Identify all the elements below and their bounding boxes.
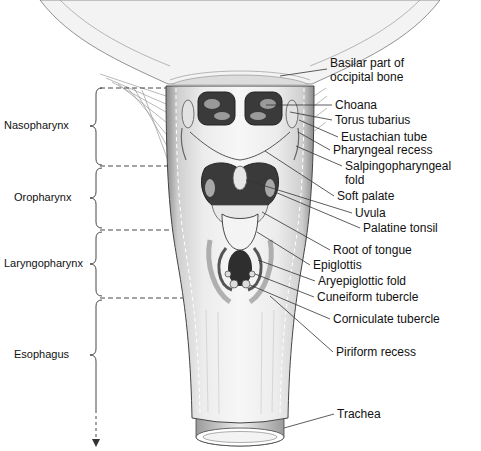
part-label: Basilar part of occipital bone bbox=[330, 56, 430, 84]
part-label: Corniculate tubercle bbox=[333, 312, 440, 326]
choana-right bbox=[245, 92, 282, 125]
corniculate-tubercle bbox=[242, 280, 250, 288]
uvula bbox=[233, 166, 247, 190]
turbinate bbox=[260, 99, 276, 109]
soft-palate bbox=[190, 132, 290, 160]
palatine-tonsil bbox=[205, 179, 215, 197]
region-brackets bbox=[90, 88, 102, 440]
part-label: Epiglottis bbox=[313, 258, 362, 272]
arrowhead bbox=[92, 439, 100, 447]
region-label: Nasopharynx bbox=[4, 119, 69, 132]
torus-tubarius bbox=[286, 100, 298, 128]
part-label: Choana bbox=[335, 98, 377, 112]
aryepiglottic-fold bbox=[219, 248, 261, 290]
cuneiform-tubercle bbox=[225, 271, 231, 277]
region-label: Esophagus bbox=[14, 348, 69, 361]
turbinate bbox=[214, 112, 230, 120]
esophagus-shading bbox=[206, 310, 274, 414]
oral-opening bbox=[201, 163, 278, 205]
corniculate-tubercle bbox=[230, 280, 238, 288]
epiglottis bbox=[222, 214, 258, 250]
part-label: Eustachian tube bbox=[341, 130, 427, 144]
trachea-opening bbox=[196, 428, 284, 446]
part-label: Cuneiform tubercle bbox=[317, 290, 418, 304]
palatine-tonsil bbox=[265, 179, 275, 197]
region-label: Oropharynx bbox=[14, 191, 71, 204]
part-label: Torus tubarius bbox=[335, 113, 410, 127]
part-label: Root of tongue bbox=[333, 243, 412, 257]
turbinate bbox=[250, 112, 266, 120]
cuneiform-tubercle bbox=[249, 271, 255, 277]
cut-edge bbox=[176, 88, 304, 414]
torus-tubarius bbox=[182, 100, 194, 128]
part-label: Palatine tonsil bbox=[363, 221, 438, 235]
trachea-lumen bbox=[203, 432, 277, 443]
choana-left bbox=[198, 92, 235, 125]
part-label: Pharyngeal recess bbox=[333, 143, 432, 157]
part-label: Salpingopharyngeal fold bbox=[345, 159, 465, 187]
pharynx-wall bbox=[166, 86, 314, 423]
region-label: Laryngopharynx bbox=[4, 257, 83, 270]
basilar-bone bbox=[172, 75, 308, 84]
part-label: Trachea bbox=[337, 407, 381, 421]
salpingopharyngeal-fold bbox=[181, 128, 299, 160]
level-lines bbox=[100, 88, 183, 298]
skull-base bbox=[40, 0, 440, 84]
turbinate bbox=[204, 99, 220, 109]
part-label: Soft palate bbox=[337, 189, 394, 203]
part-label: Uvula bbox=[355, 206, 386, 220]
part-label: Piriform recess bbox=[336, 345, 416, 359]
part-label: Aryepiglottic fold bbox=[318, 274, 406, 288]
